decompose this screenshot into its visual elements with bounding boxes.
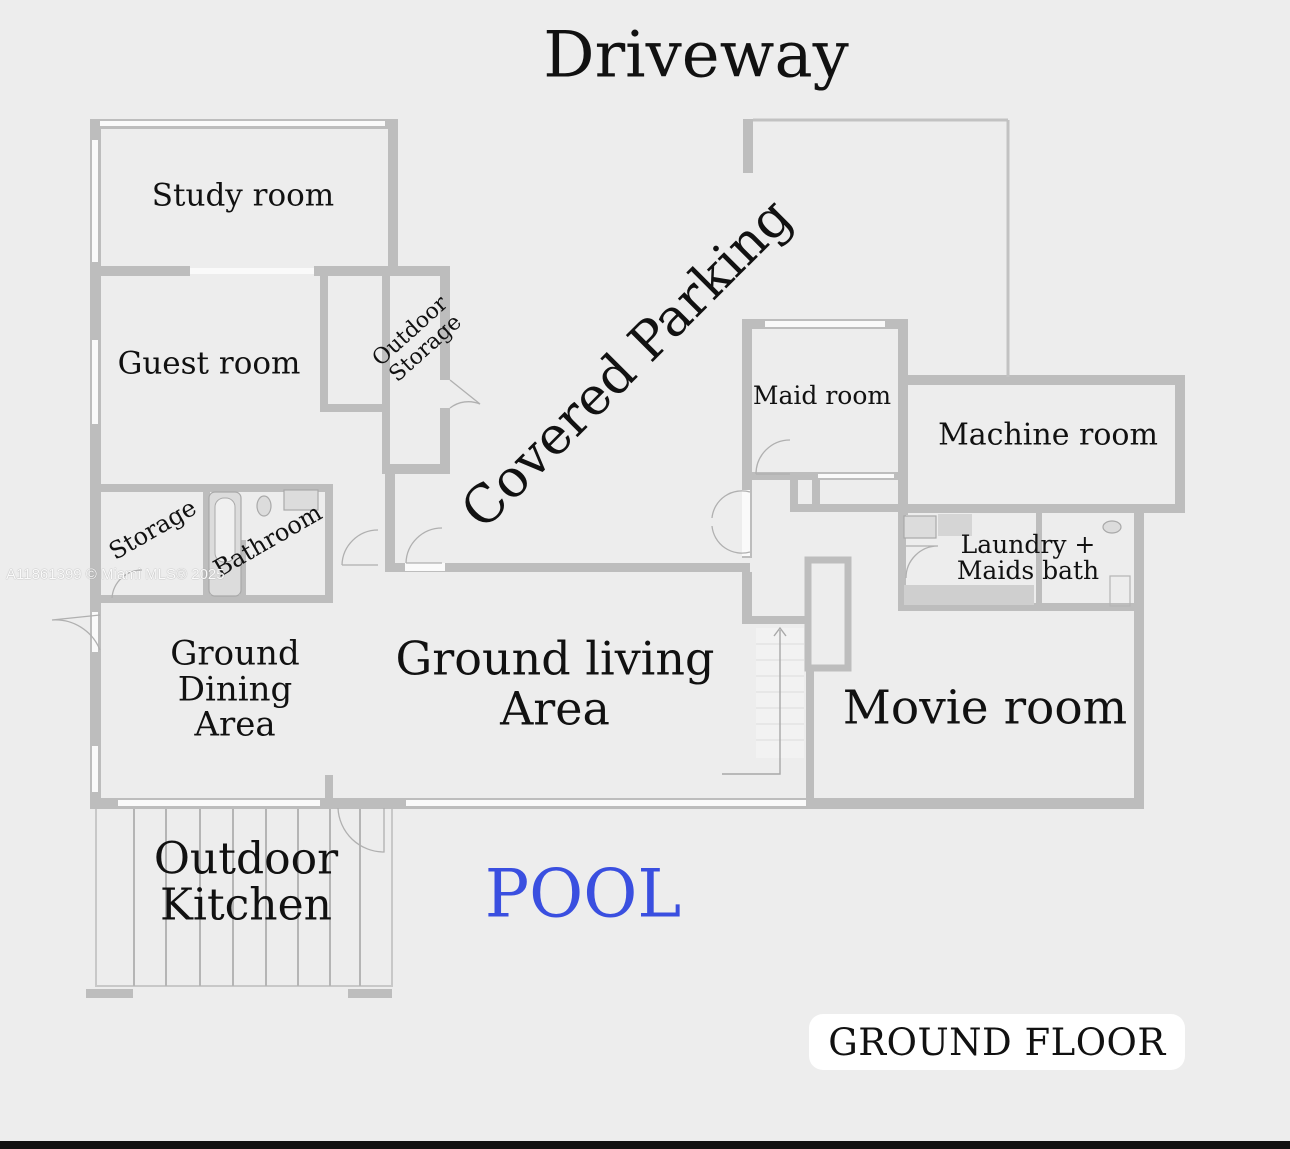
pool-label: POOL <box>484 855 682 933</box>
ground-living-area-label: Ground living Area <box>396 634 715 733</box>
driveway-title: Driveway <box>543 18 849 93</box>
guest-room-label: Guest room <box>117 345 301 382</box>
study-room-label: Study room <box>151 177 335 214</box>
bathroom-fixtures <box>208 489 1131 607</box>
laundry-label-line1: Laundry + <box>960 529 1096 559</box>
dining-label-line1: Ground <box>170 633 300 674</box>
laundry-label-line2: Maids bath <box>956 556 1100 585</box>
dining-label-line3: Area <box>194 704 276 745</box>
movie-room-label: Movie room <box>842 680 1128 736</box>
outdoor-kitchen-label-line2: Kitchen <box>160 879 332 930</box>
staircase <box>722 626 804 775</box>
ground-dining-area-label: Ground Dining Area <box>170 636 299 743</box>
machine-room-label: Machine room <box>938 417 1158 453</box>
living-label-line1: Ground living <box>395 631 715 686</box>
outdoor-kitchen-label: Outdoor Kitchen <box>154 836 338 928</box>
outdoor-kitchen-label-line1: Outdoor <box>153 833 339 885</box>
living-label-line2: Area <box>500 681 610 735</box>
windows <box>92 121 894 806</box>
bottom-bar <box>0 1141 1290 1149</box>
laundry-maids-bath-label: Laundry + Maids bath <box>956 529 1100 585</box>
mls-watermark: A11861399 © Miami MLS® 2025 <box>6 566 225 583</box>
ground-floor-badge: GROUND FLOOR <box>809 1014 1185 1070</box>
maid-room-label: Maid room <box>752 380 892 410</box>
door-swings <box>51 379 939 853</box>
dining-label-line2: Dining <box>177 669 293 710</box>
